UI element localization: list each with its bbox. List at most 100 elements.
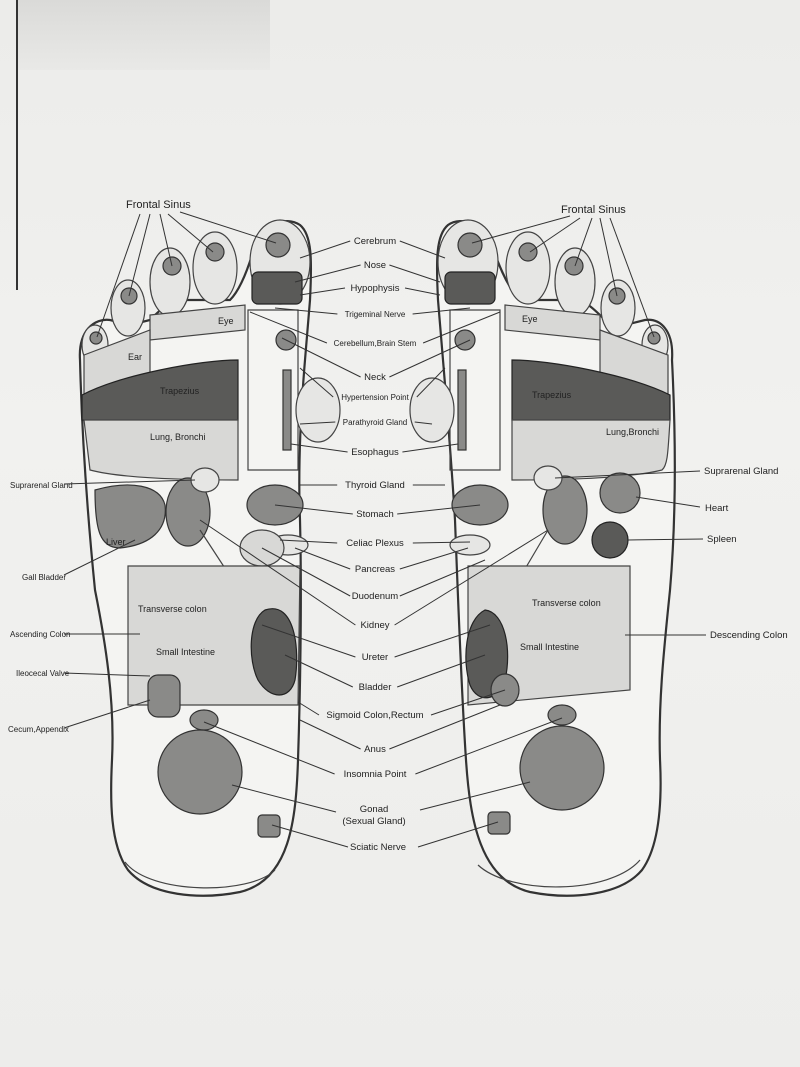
right-trapezius-label: Trapezius bbox=[532, 390, 572, 400]
center-leader-right-7 bbox=[414, 421, 433, 425]
right-bladder bbox=[465, 609, 509, 699]
center-leader-left-14 bbox=[199, 519, 356, 626]
right-esophagus bbox=[457, 369, 467, 451]
margin-line bbox=[16, 0, 18, 290]
center-leader-left-12 bbox=[294, 547, 351, 570]
center-label-9: Thyroid Gland bbox=[345, 480, 405, 491]
center-label-2: Hypophysis bbox=[350, 283, 399, 294]
ileocecal-label: Ileocecal Valve bbox=[16, 669, 70, 678]
heart-leader bbox=[635, 496, 701, 508]
center-leader-right-4 bbox=[422, 311, 501, 344]
left-sinus-dot-big bbox=[265, 232, 291, 258]
gonad-label-line2: (Sexual Gland) bbox=[342, 816, 405, 827]
sciatic-leader-right bbox=[417, 821, 499, 848]
center-leader-left-10 bbox=[274, 504, 353, 515]
heart-label: Heart bbox=[705, 503, 729, 514]
center-label-7: Parathyroid Gland bbox=[343, 418, 407, 427]
center-leader-left-1 bbox=[294, 264, 361, 283]
spleen-leader bbox=[627, 538, 704, 541]
right-foot bbox=[409, 219, 676, 897]
center-leader-right-17 bbox=[430, 689, 506, 716]
center-label-13: Duodenum bbox=[352, 591, 399, 602]
left-lung-zone bbox=[83, 419, 239, 481]
center-leader-right-18 bbox=[389, 704, 501, 750]
center-label-16: Bladder bbox=[359, 682, 392, 693]
center-leader-right-10 bbox=[397, 504, 481, 515]
gonad-leader-left bbox=[231, 784, 337, 813]
left-foot bbox=[78, 219, 341, 897]
left-sinus-dot-5 bbox=[89, 331, 103, 345]
center-leader-right-19 bbox=[415, 717, 563, 775]
center-label-5: Neck bbox=[364, 372, 386, 383]
center-leader-right-14 bbox=[394, 529, 549, 626]
center-leader-right-12 bbox=[399, 547, 469, 570]
left-ear-label: Ear bbox=[128, 352, 142, 362]
right-sinus-dot-2 bbox=[518, 242, 538, 262]
center-leader-right-15 bbox=[394, 624, 491, 658]
right-insomnia bbox=[547, 704, 577, 726]
center-leader-left-13 bbox=[261, 547, 351, 597]
center-leader-left-5 bbox=[281, 337, 361, 378]
frontal-sinus-left-label: Frontal Sinus bbox=[126, 199, 191, 211]
center-leader-right-11 bbox=[412, 541, 471, 544]
right-lung-label: Lung,Bronchi bbox=[606, 427, 659, 437]
cecum-leader bbox=[63, 699, 151, 729]
left-bladder bbox=[250, 608, 298, 696]
frontal-sinus-right-leaders bbox=[471, 215, 655, 338]
right-sciatic-zone bbox=[487, 811, 511, 835]
top-shadow bbox=[18, 0, 270, 70]
center-label-17: Sigmoid Colon,Rectum bbox=[326, 710, 423, 721]
center-leader-right-16 bbox=[397, 654, 486, 688]
center-leader-left-19 bbox=[203, 721, 335, 775]
right-sinus-dot-big bbox=[457, 232, 483, 258]
center-leader-left-15 bbox=[261, 624, 356, 658]
left-transverse-label: Transverse colon bbox=[138, 604, 207, 614]
gonad-leader-right bbox=[419, 781, 531, 811]
center-label-14: Kidney bbox=[360, 620, 389, 631]
right-transverse-label: Transverse colon bbox=[532, 598, 601, 608]
center-leader-left-3 bbox=[274, 307, 338, 315]
left-toe-2 bbox=[192, 231, 238, 305]
right-eye-label: Eye bbox=[522, 314, 538, 324]
right-gonad bbox=[519, 725, 605, 811]
center-label-4: Cerebellum,Brain Stem bbox=[334, 339, 417, 348]
center-label-0: Cerebrum bbox=[354, 236, 396, 247]
cecum-label: Cecum,Appendix bbox=[8, 725, 69, 734]
center-leader-right-2 bbox=[404, 287, 441, 296]
left-lung-label: Lung, Bronchi bbox=[150, 432, 206, 442]
left-liver-zone bbox=[94, 484, 166, 549]
center-leader-left-11 bbox=[279, 539, 338, 544]
center-leader-right-0 bbox=[399, 240, 446, 259]
right-spleen bbox=[591, 521, 629, 559]
center-label-12: Pancreas bbox=[355, 564, 395, 575]
center-label-8: Esophagus bbox=[351, 447, 399, 458]
left-insomnia bbox=[189, 709, 219, 731]
right-neck-dot bbox=[454, 329, 476, 351]
center-leader-left-16 bbox=[284, 654, 354, 688]
center-label-18: Anus bbox=[364, 744, 386, 755]
center-leader-left-17 bbox=[297, 701, 320, 716]
right-sciatic-arc bbox=[477, 859, 641, 888]
left-center-channel bbox=[247, 309, 299, 471]
left-ileocecal bbox=[147, 674, 181, 718]
frontal-sinus-left-leaders bbox=[96, 211, 277, 338]
ascending-colon-label: Ascending Colon bbox=[10, 630, 70, 639]
right-kidney bbox=[542, 475, 588, 545]
ileocecal-leader bbox=[63, 672, 151, 677]
center-leader-left-7 bbox=[299, 421, 336, 425]
center-leader-left-4 bbox=[249, 311, 328, 344]
sciatic-label: Sciatic Nerve bbox=[350, 842, 406, 853]
center-leader-right-3 bbox=[412, 307, 471, 315]
gall-bladder-leader bbox=[63, 539, 136, 576]
center-leader-right-6 bbox=[416, 367, 446, 398]
center-leader-right-5 bbox=[389, 339, 471, 378]
spleen-label: Spleen bbox=[707, 534, 737, 545]
right-sinus-dot-3 bbox=[564, 256, 584, 276]
center-label-19: Insomnia Point bbox=[344, 769, 407, 780]
left-trapezius-label: Trapezius bbox=[160, 386, 200, 396]
sciatic-leader-left bbox=[271, 824, 349, 848]
center-leader-left-0 bbox=[299, 240, 351, 259]
left-esophagus bbox=[282, 369, 292, 451]
